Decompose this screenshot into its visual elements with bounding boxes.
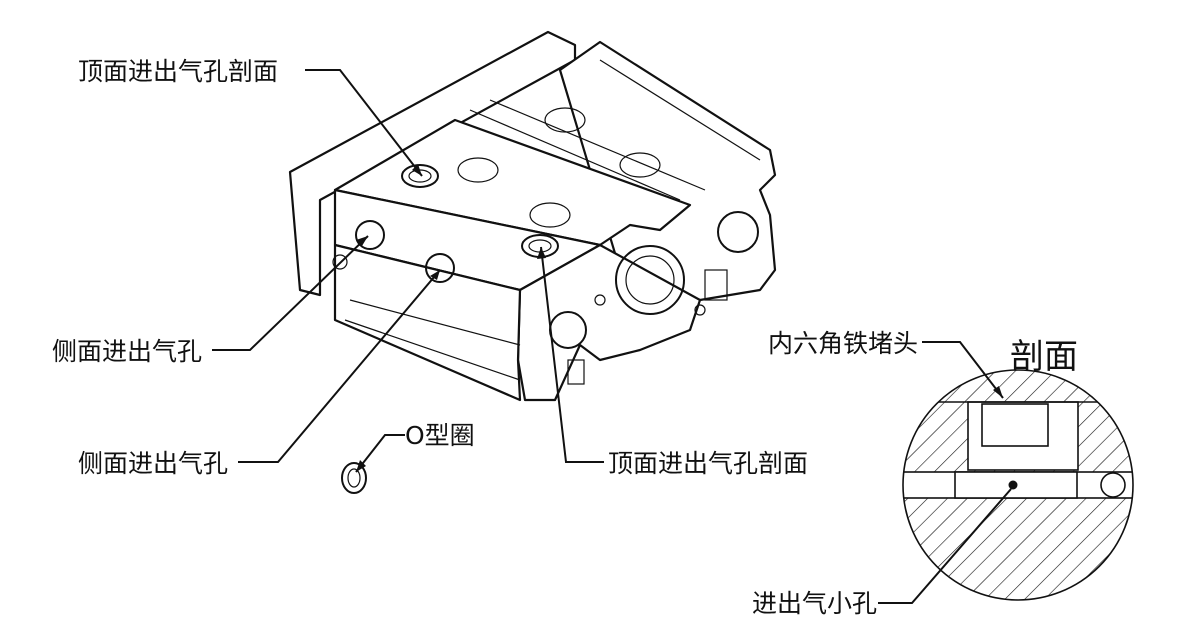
label-small-air-hole: 进出气小孔 bbox=[752, 589, 877, 618]
section-circle-outline bbox=[902, 369, 1134, 601]
o-ring-part bbox=[341, 462, 367, 494]
label-side-port-1: 侧面进出气孔 bbox=[52, 337, 202, 366]
label-section-title: 剖面 bbox=[1010, 337, 1078, 377]
label-o-ring: O型圈 bbox=[405, 421, 475, 450]
label-hex-plug: 内六角铁堵头 bbox=[768, 329, 918, 358]
label-top-port-section-2: 顶面进出气孔剖面 bbox=[608, 449, 808, 478]
label-top-port-section-1: 顶面进出气孔剖面 bbox=[78, 57, 278, 86]
slide-end-face bbox=[516, 243, 702, 402]
leader-lines bbox=[212, 69, 1012, 604]
small-air-hole-dot bbox=[1008, 480, 1018, 490]
section-detail bbox=[902, 369, 1134, 601]
cylinder-body bbox=[288, 30, 777, 402]
label-side-port-2: 侧面进出气孔 bbox=[78, 449, 228, 478]
